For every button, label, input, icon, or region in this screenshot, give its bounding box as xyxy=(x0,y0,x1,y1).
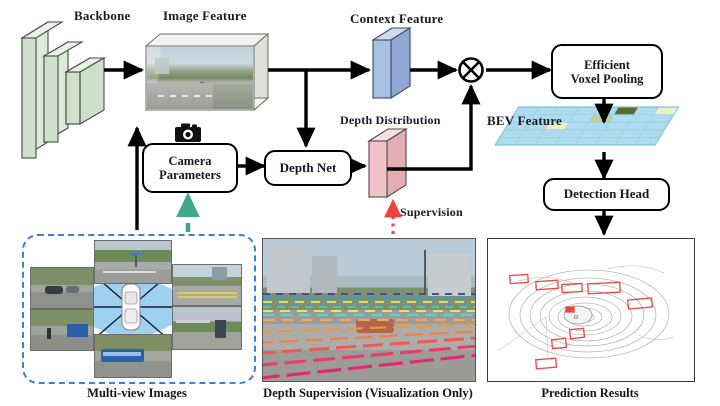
label-bev-feature: BEV Feature xyxy=(487,113,563,128)
multi-view-image-back xyxy=(94,334,172,378)
camera-parameters-line2: Parameters xyxy=(159,168,221,182)
multi-view-image-front-left xyxy=(30,267,94,309)
ego-vehicle-icon xyxy=(88,268,174,346)
voxel-pooling-line2: Voxel Pooling xyxy=(570,71,644,86)
efficient-voxel-pooling-box[interactable]: Efficient Voxel Pooling xyxy=(551,44,663,99)
multi-view-image-back-right xyxy=(172,306,242,350)
voxel-pooling-line1: Efficient xyxy=(584,57,630,72)
multi-view-image-back-left xyxy=(30,309,94,351)
svg-text:o: o xyxy=(574,312,578,321)
depth-supervision-panel xyxy=(262,238,476,382)
multi-view-container xyxy=(22,234,256,384)
context-feature-block xyxy=(371,27,412,99)
depth-net-box[interactable]: Depth Net xyxy=(264,150,352,186)
multi-view-image-front-right xyxy=(172,264,242,306)
backbone-block xyxy=(20,21,107,159)
camera-parameters-line1: Camera xyxy=(168,154,212,168)
image-feature-photo xyxy=(147,47,253,109)
prediction-results-panel: o xyxy=(487,238,695,382)
caption-depth-supervision: Depth Supervision (Visualization Only) xyxy=(263,386,473,400)
depth-net-label: Depth Net xyxy=(279,159,337,175)
label-depth-distribution: Depth Distribution xyxy=(340,113,441,127)
label-backbone: Backbone xyxy=(74,8,131,23)
detection-head-box[interactable]: Detection Head xyxy=(543,178,670,211)
label-context-feature: Context Feature xyxy=(350,11,444,26)
caption-multi-view: Multi-view Images xyxy=(87,386,187,400)
depth-distribution-block xyxy=(367,128,408,198)
caption-prediction: Prediction Results xyxy=(541,386,639,400)
camera-icon xyxy=(171,122,205,144)
multiply-operator-icon xyxy=(458,57,484,83)
label-supervision: Supervision xyxy=(400,205,463,219)
multi-view-image-front xyxy=(94,240,172,284)
label-image-feature: Image Feature xyxy=(163,8,247,23)
camera-parameters-box[interactable]: Camera Parameters xyxy=(142,143,238,193)
detection-head-label: Detection Head xyxy=(563,186,650,202)
